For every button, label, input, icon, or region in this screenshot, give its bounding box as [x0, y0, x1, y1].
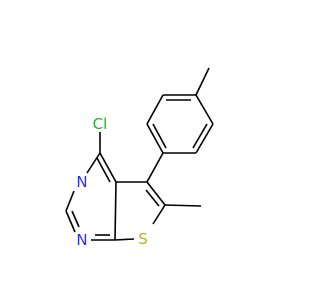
bond-tolyl-thiophene [146, 152, 164, 183]
bond-n3-c2 [65, 190, 75, 212]
bond-layer [65, 67, 214, 241]
molecule-structure-diagram: Cl N N S [65, 67, 214, 249]
bond-tolyl-2 [146, 94, 164, 125]
bond-c2-n1 [65, 210, 76, 233]
bond-c4a-c4 [99, 152, 117, 183]
bond-c4-n3 [86, 152, 101, 174]
bond-c2-n1-inner [71, 210, 80, 228]
bond-methyl-tolyl [195, 67, 210, 96]
sulfur-atom-label: S [138, 230, 148, 248]
chlorine-atom-label: Cl [93, 115, 108, 133]
bond-c5-c6 [146, 181, 166, 206]
bond-tolyl-6 [195, 94, 214, 125]
bond-tolyl-5-inner [192, 123, 208, 149]
bond-c4a-c4-inner [96, 157, 111, 183]
bond-s-c7a [114, 238, 135, 241]
bond-tolyl-3-inner [152, 123, 167, 149]
bond-c6-s [152, 204, 166, 225]
atom-label-layer: Cl N N S [76, 115, 147, 249]
bond-tolyl-3 [146, 123, 164, 154]
bond-c5-c6-inner [145, 189, 160, 207]
bond-tolyl-5 [195, 123, 214, 154]
bond-c6-methyl [164, 204, 202, 207]
nitrogen-atom-label-n3: N [76, 173, 87, 191]
nitrogen-atom-label-n1: N [76, 231, 87, 249]
bond-c7a-c4a [114, 181, 117, 241]
